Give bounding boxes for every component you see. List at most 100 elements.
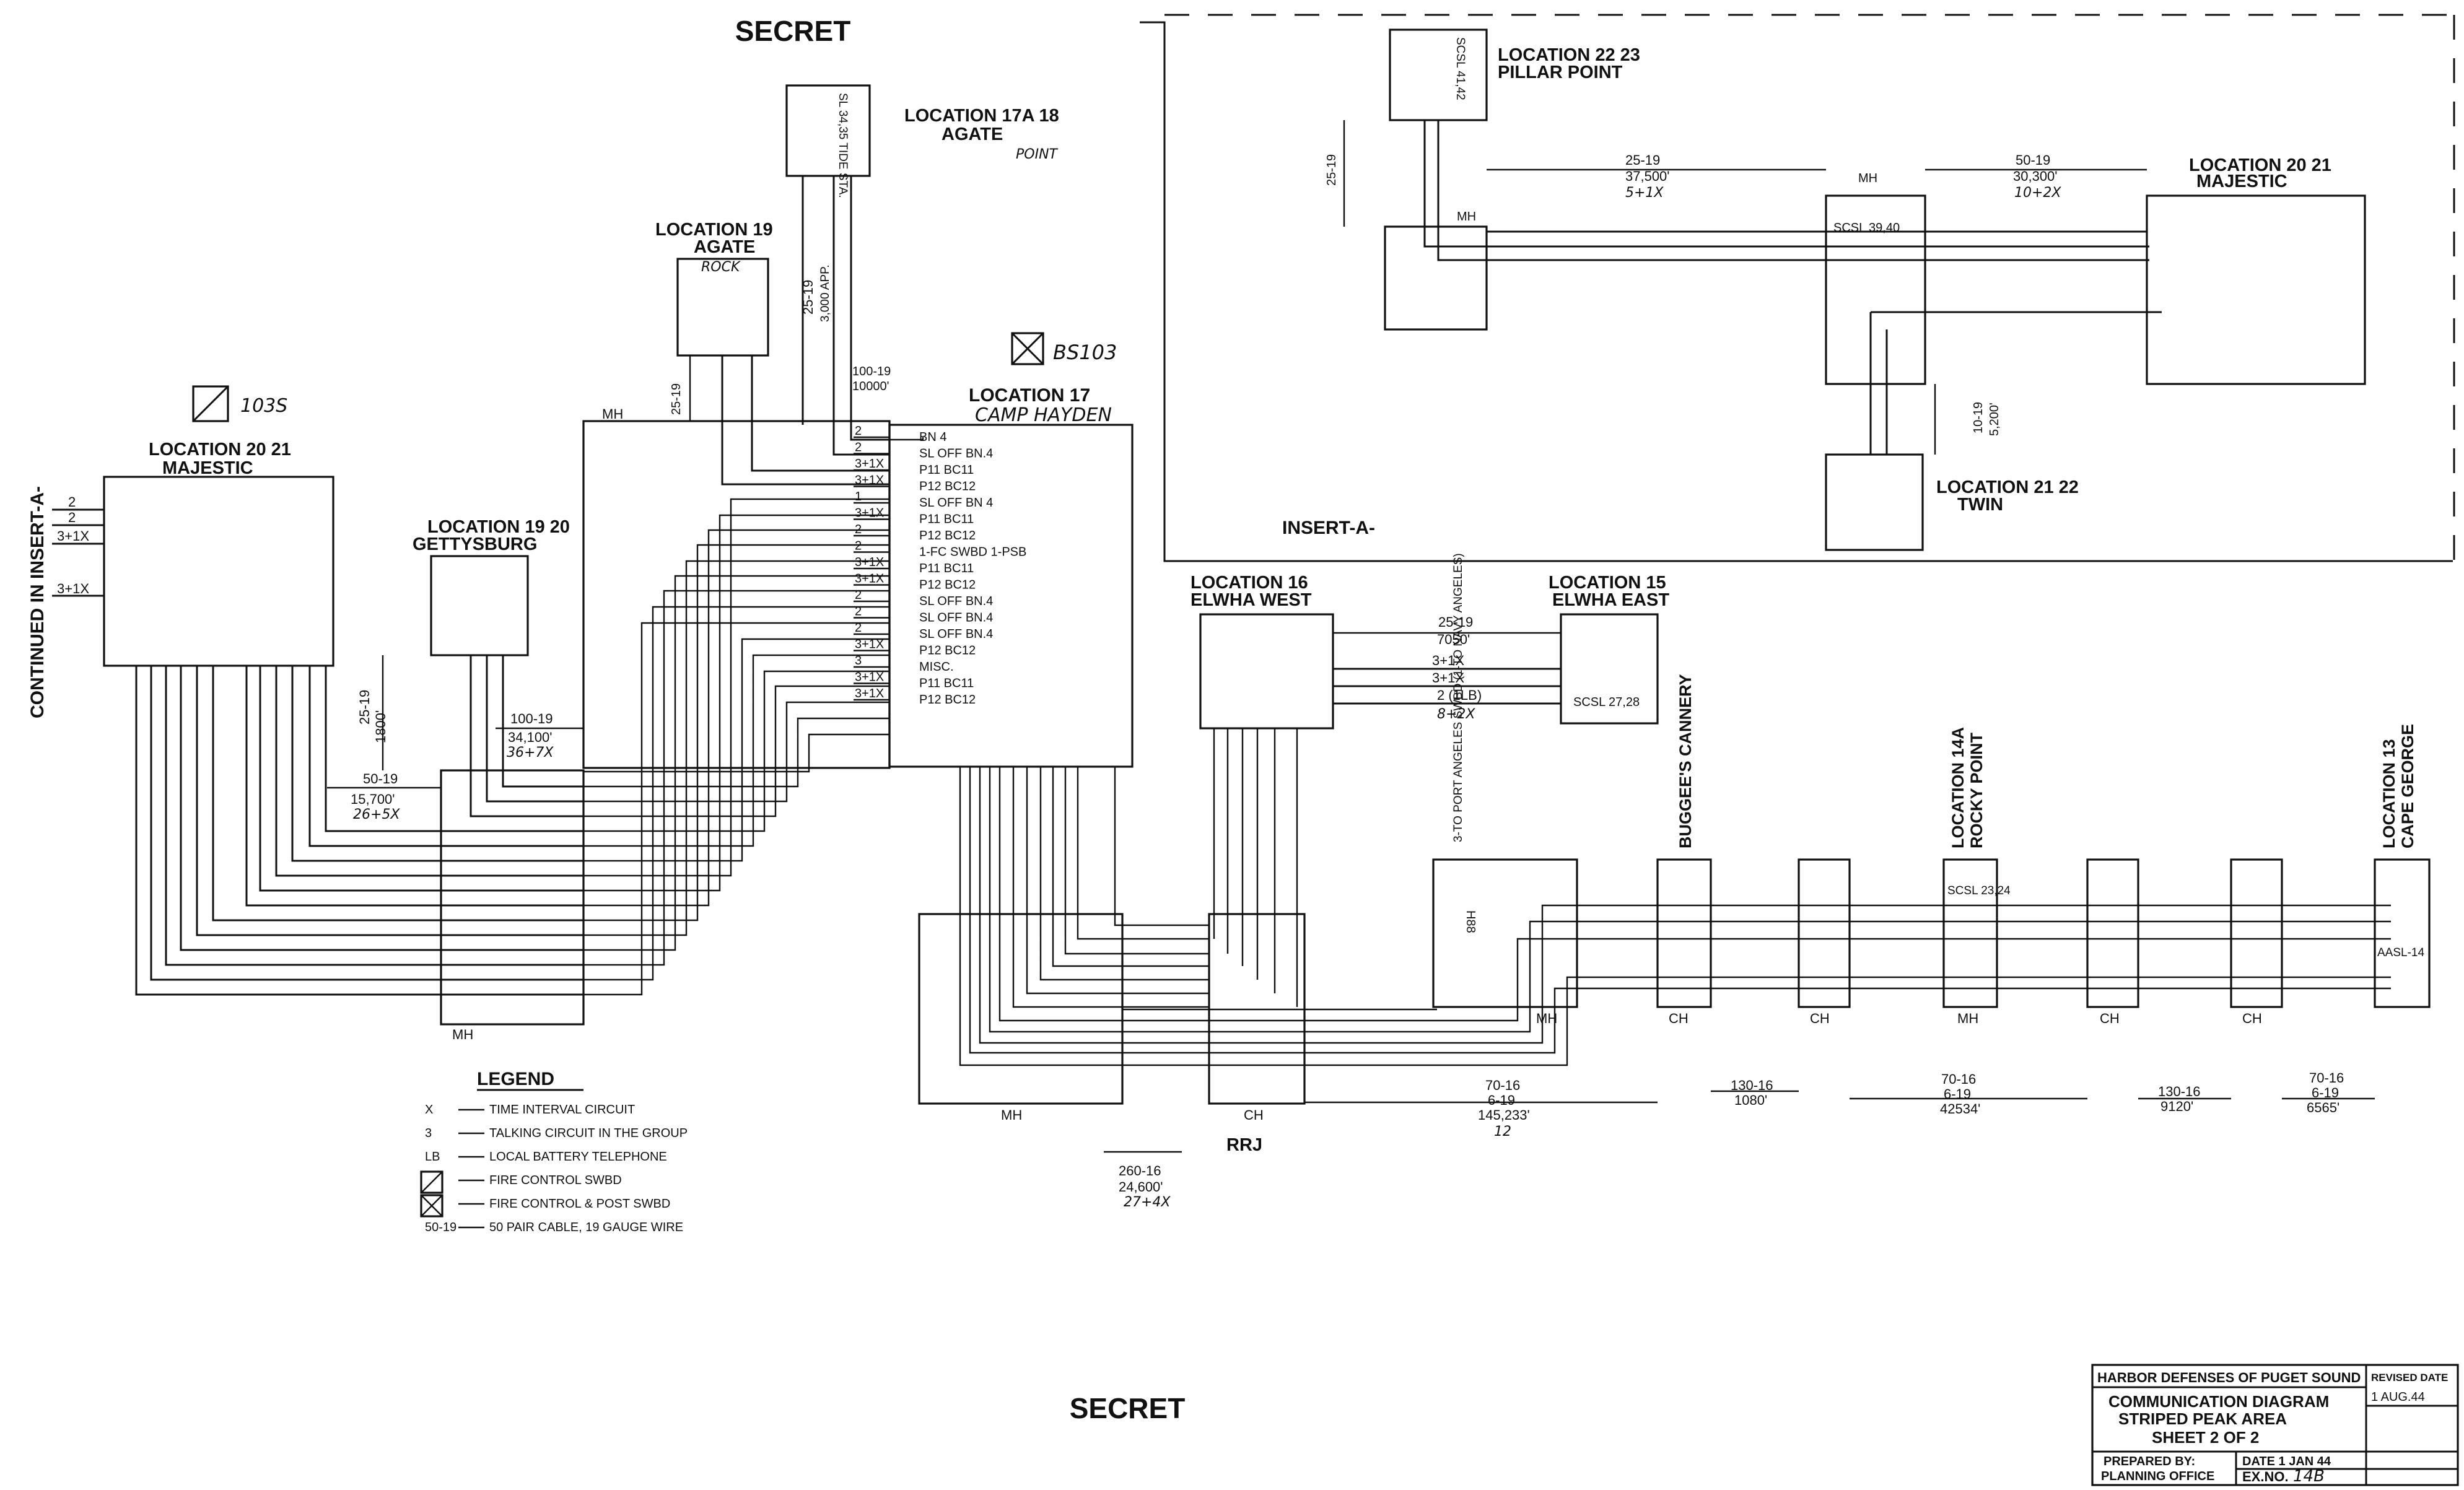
svg-text:STRIPED PEAK AREA: STRIPED PEAK AREA xyxy=(2118,1409,2287,1428)
svg-text:LOCATION 17A 18: LOCATION 17A 18 xyxy=(904,106,1059,126)
hayden-terminal-rows: 2 BN 4 2 SL OFF BN.4 3+1X P11 BC11 3+1X P12 BC1… xyxy=(854,424,1026,707)
svg-text:LOCATION 19 20: LOCATION 19 20 xyxy=(427,517,570,537)
svg-text:MH: MH xyxy=(1957,1011,1978,1026)
location-twin: LOCATION 21 22 TWIN xyxy=(1825,453,2079,551)
svg-text:POINT: POINT xyxy=(1016,147,1059,162)
hayden-row-count: 3+1X xyxy=(855,555,884,569)
svg-text:COMMUNICATION DIAGRAM: COMMUNICATION DIAGRAM xyxy=(2108,1392,2329,1411)
legend-text: 50 PAIR CABLE, 19 GAUGE WIRE xyxy=(489,1221,683,1234)
cable-bundle-hayden xyxy=(583,498,889,996)
classification-top: SECRET xyxy=(735,15,851,47)
hayden-row-terminal: BN 4 xyxy=(919,430,946,444)
svg-text:ELWHA EAST: ELWHA EAST xyxy=(1552,590,1669,610)
svg-text:MH: MH xyxy=(1536,1011,1557,1026)
svg-text:6-19: 6-19 xyxy=(1488,1092,1515,1108)
svg-text:ELWHA WEST: ELWHA WEST xyxy=(1190,590,1312,610)
svg-text:42534': 42534' xyxy=(1940,1101,1980,1117)
cable-bundle-left xyxy=(135,655,583,996)
svg-text:5+1X: 5+1X xyxy=(1625,185,1664,201)
cable-label-25-19-pillar: 25-19 xyxy=(1325,120,1345,227)
svg-text:SHEET 2 OF 2: SHEET 2 OF 2 xyxy=(2152,1428,2259,1447)
cable-label-130-16-b: 130-16 9120' xyxy=(2138,1084,2231,1114)
svg-text:CAMP HAYDEN: CAMP HAYDEN xyxy=(975,404,1112,426)
svg-text:50-19: 50-19 xyxy=(363,771,398,786)
svg-text:AASL-14: AASL-14 xyxy=(2377,946,2424,959)
hayden-row-terminal: P11 BC11 xyxy=(919,562,974,575)
frame-top-left xyxy=(1140,21,2453,562)
cable-label-130-16-a: 130-16 1080' xyxy=(1711,1078,1799,1108)
cable-label-50-19-insert: 50-19 30,300' 10+2X xyxy=(1925,152,2147,201)
legend-text: TIME INTERVAL CIRCUIT xyxy=(489,1103,635,1117)
svg-text:34,100': 34,100' xyxy=(508,730,553,745)
fire-control-post-swbd-marker: BS103 xyxy=(1011,332,1117,365)
svg-text:24,600': 24,600' xyxy=(1119,1179,1163,1195)
location-elwha-east: LOCATION 15 ELWHA EAST SCSL 27,28 xyxy=(1549,573,1669,725)
legend-symbol: 50-19 xyxy=(425,1221,457,1234)
cable-hayden-down xyxy=(959,767,1437,1066)
hayden-row-terminal: SL OFF BN.4 xyxy=(919,627,993,641)
cable-label-70-16-b: 70-16 6-19 42534' xyxy=(1850,1071,2087,1117)
location-agate-rock: LOCATION 19 AGATE ROCK xyxy=(655,220,773,357)
cable-house-4 xyxy=(2086,858,2139,1008)
hayden-row-count: 3+1X xyxy=(855,457,884,471)
svg-text:LOCATION 19: LOCATION 19 xyxy=(655,220,773,240)
location-majestic-insert: LOCATION 20 21 MAJESTIC xyxy=(2146,155,2366,385)
hayden-row-terminal: SL OFF BN.4 xyxy=(919,611,993,625)
cable-house-5 xyxy=(2230,858,2283,1008)
svg-text:LOCATION 20 21: LOCATION 20 21 xyxy=(2189,155,2331,175)
legend-symbol: 3 xyxy=(425,1126,432,1140)
svg-text:103S: 103S xyxy=(240,395,287,417)
svg-text:DATE 1 JAN 44: DATE 1 JAN 44 xyxy=(2242,1455,2331,1468)
hayden-row-count: 2 xyxy=(855,588,862,602)
hayden-row-terminal: 1-FC SWBD 1-PSB xyxy=(919,546,1026,559)
hayden-row-terminal: P12 BC12 xyxy=(919,529,976,542)
location-majestic-left: LOCATION 20 21 MAJESTIC xyxy=(52,440,334,667)
hayden-row-count: 3+1X xyxy=(855,687,884,700)
scsl-39-40: SCSL 39,40 xyxy=(1833,221,1900,235)
svg-text:10-19: 10-19 xyxy=(1972,402,1985,433)
location-rocky-point: LOCATION 14A ROCKY POINT SCSL 23,24 MH xyxy=(1942,727,2011,1026)
svg-text:37,500': 37,500' xyxy=(1625,168,1670,184)
svg-text:25-19: 25-19 xyxy=(1325,154,1339,186)
svg-text:6-19: 6-19 xyxy=(2312,1085,2339,1100)
svg-text:AGATE: AGATE xyxy=(941,124,1003,144)
cable-label-260-16: 260-16 24,600' 27+4X xyxy=(1104,1151,1182,1210)
svg-text:100-19: 100-19 xyxy=(510,711,553,726)
svg-text:27+4X: 27+4X xyxy=(1124,1195,1171,1210)
svg-text:3+1X: 3+1X xyxy=(1432,670,1464,686)
hayden-row-count: 2 xyxy=(855,441,862,455)
svg-text:MAJESTIC: MAJESTIC xyxy=(162,458,253,478)
svg-text:CAPE GEORGE: CAPE GEORGE xyxy=(2398,724,2417,848)
svg-text:CH: CH xyxy=(1669,1011,1689,1026)
svg-text:3-TO PORT ANGELES SWBD (1-TO N: 3-TO PORT ANGELES SWBD (1-TO NAVY ANGELE… xyxy=(1452,553,1465,842)
hayden-row-count: 3+1X xyxy=(855,638,884,651)
hayden-row-count: 3 xyxy=(855,654,862,668)
svg-text:14B: 14B xyxy=(2293,1467,2325,1486)
svg-text:LOCATION 14A: LOCATION 14A xyxy=(1949,727,1967,848)
cable-house-2-label: CH xyxy=(1810,1011,1830,1026)
svg-text:LOCATION 15: LOCATION 15 xyxy=(1549,573,1666,593)
hayden-row-terminal: MISC. xyxy=(919,660,954,674)
fire-control-swbd-marker: 103S xyxy=(192,385,287,422)
cable-label-25-19-point: 25-19 3,000 APP. xyxy=(800,176,832,425)
svg-text:GETTYSBURG: GETTYSBURG xyxy=(413,534,537,554)
cable-label-50-19-left: 50-19 15,700' 26+5X xyxy=(327,771,441,822)
cable-label-25-19-gettysburg: 25-19 1800' xyxy=(357,655,388,770)
manhole-bottom-left xyxy=(440,769,585,1026)
svg-text:30,300': 30,300' xyxy=(2013,168,2058,184)
svg-text:PLANNING OFFICE: PLANNING OFFICE xyxy=(2101,1470,2214,1483)
manhole-bottom-left-label: MH xyxy=(452,1027,473,1042)
hayden-row-count: 2 xyxy=(855,424,862,438)
svg-text:LOCATION 13: LOCATION 13 xyxy=(2380,739,2398,848)
svg-text:260-16: 260-16 xyxy=(1119,1163,1161,1178)
svg-text:70-16: 70-16 xyxy=(2309,1070,2344,1086)
svg-text:5,200': 5,200' xyxy=(1988,403,2001,436)
svg-text:26+5X: 26+5X xyxy=(353,807,400,822)
svg-text:SCSL 27,28: SCSL 27,28 xyxy=(1573,695,1640,709)
cable-house-4-label: CH xyxy=(2100,1011,2120,1026)
cable-house-5-label: CH xyxy=(2242,1011,2262,1026)
hayden-row-count: 1 xyxy=(855,490,862,503)
cable-agate xyxy=(721,176,889,486)
svg-text:3+1X: 3+1X xyxy=(1432,653,1464,668)
